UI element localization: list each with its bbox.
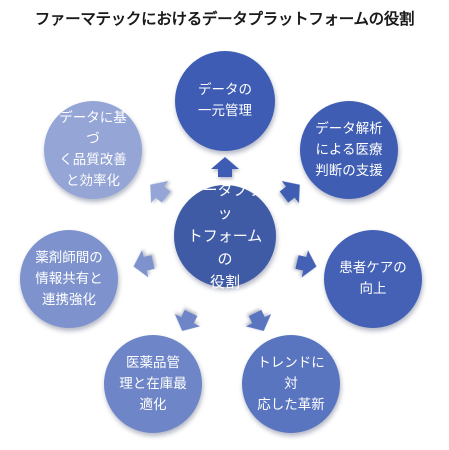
- arrow-data-mgmt: [211, 157, 239, 177]
- node-trend-innovation: トレンドに対 応した革新: [242, 335, 340, 433]
- node-quality-improvement: データに基づ く品質改善 と効率化: [44, 101, 142, 199]
- arrow-pharmacist: [133, 250, 155, 278]
- node-analysis-support-label: データ解析 による医療 判断の支援: [315, 120, 383, 179]
- node-inventory-optimization: 医薬品管 理と在庫最 適化: [104, 335, 202, 433]
- node-pharmacist-collaboration: 薬剤師間の 情報共有と 連携強化: [20, 230, 118, 328]
- node-patient-care-label: 患者ケアの 向上: [339, 260, 407, 297]
- diagram-title: ファーマテックにおけるデータプラットフォームの役割: [34, 10, 415, 28]
- node-trend-innovation-label: トレンドに対 応した革新: [257, 354, 325, 413]
- arrow-quality: [150, 181, 171, 204]
- arrow-analysis: [279, 181, 300, 204]
- node-inventory-optimization-label: 医薬品管 理と在庫最 適化: [119, 354, 187, 413]
- node-data-management-label: データの 一元管理: [198, 82, 252, 119]
- node-patient-care: 患者ケアの 向上: [324, 230, 422, 328]
- node-quality-improvement-label: データに基づ く品質改善 と効率化: [59, 110, 127, 189]
- arrow-patient-care: [295, 250, 317, 278]
- node-pharmacist-collaboration-label: 薬剤師間の 情報共有と 連携強化: [35, 249, 103, 308]
- center-node-label: データプラッ トフォームの 役割: [187, 180, 263, 291]
- center-node: データプラッ トフォームの 役割: [174, 181, 276, 291]
- node-data-management: データの 一元管理: [175, 51, 275, 151]
- arrow-inventory: [174, 309, 201, 331]
- arrow-trend: [245, 309, 272, 331]
- node-analysis-support: データ解析 による医療 判断の支援: [300, 101, 398, 199]
